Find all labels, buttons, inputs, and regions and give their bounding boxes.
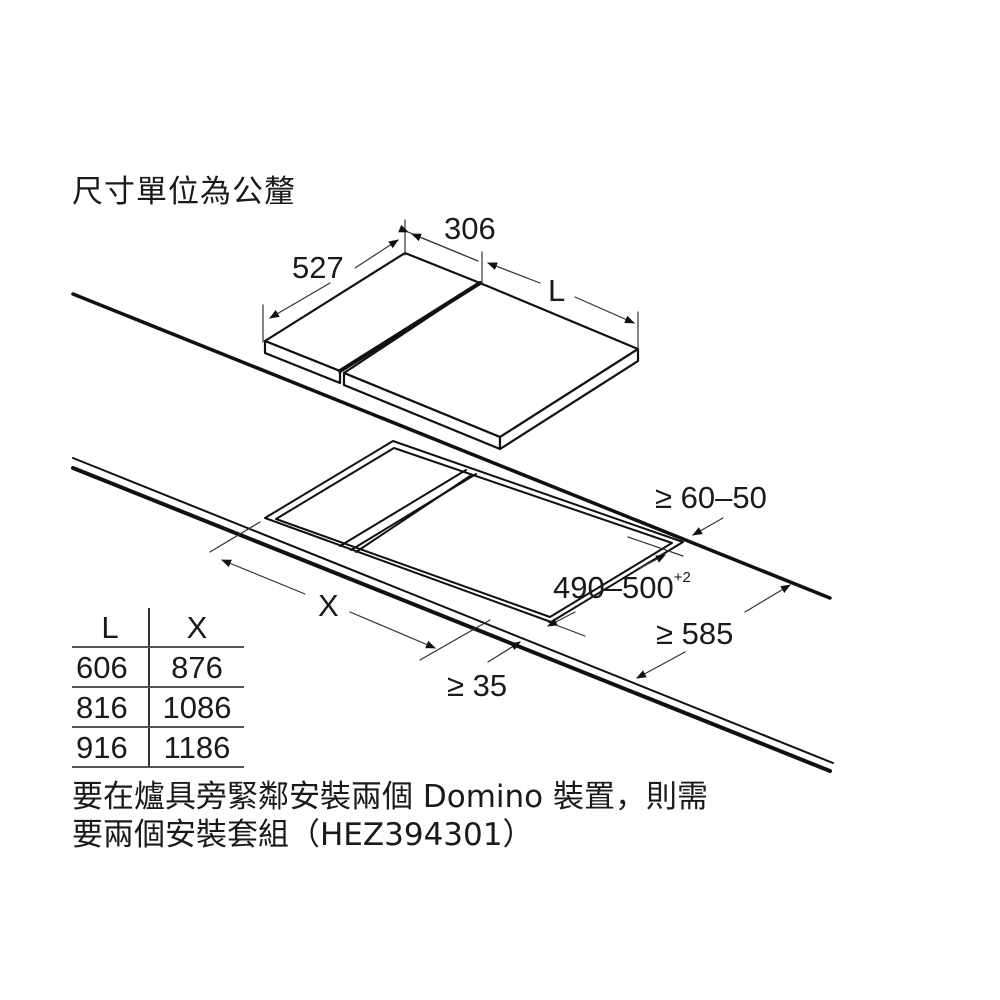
dim-rear-clearance-label: ≥ 60–50: [655, 480, 767, 515]
dim-length-label: L: [548, 273, 566, 308]
table-row: 916 1186: [72, 727, 244, 768]
table-cell: 876: [149, 647, 244, 688]
dim-width-label: 306: [444, 211, 496, 246]
table-cell: 916: [72, 727, 150, 768]
table-cell: 606: [72, 647, 150, 688]
table-header-l: L: [72, 608, 150, 648]
countertop-front-edge-top: [72, 457, 834, 764]
dim-cutout-width-label: X: [318, 588, 339, 623]
note-line-2: 要兩個安裝套組（HEZ394301）: [72, 817, 534, 853]
table-header-x: X: [149, 608, 244, 648]
length-to-cutout-table: L X 606 876 816 1086 916 1186: [72, 608, 244, 768]
cutout-depth-tolerance: +2: [673, 569, 691, 586]
table-cell: 1086: [149, 687, 244, 728]
table-cell: 816: [72, 687, 150, 728]
countertop-front-edge-bottom: [71, 466, 832, 773]
dim-front-clearance-label: ≥ 35: [447, 668, 508, 703]
dim-depth-label: 527: [292, 250, 344, 285]
table-row: 816 1086: [72, 687, 244, 728]
dim-countertop-depth-label: ≥ 585: [656, 616, 734, 651]
table-row: 606 876: [72, 647, 244, 688]
note-line-1: 要在爐具旁緊鄰安裝兩個 Domino 裝置，則需: [72, 779, 708, 815]
cutout-frame: [264, 440, 684, 623]
hob-units: [263, 251, 640, 451]
countertop-back-edge: [71, 292, 832, 600]
installation-note: 要在爐具旁緊鄰安裝兩個 Domino 裝置，則需 要兩個安裝套組（HEZ3943…: [72, 778, 832, 854]
table-cell: 1186: [149, 727, 244, 768]
dim-cutout-depth-label: 490–500+2: [553, 569, 691, 605]
cutout-depth-value: 490–500: [553, 570, 674, 605]
units-title: 尺寸單位為公釐: [72, 174, 296, 210]
